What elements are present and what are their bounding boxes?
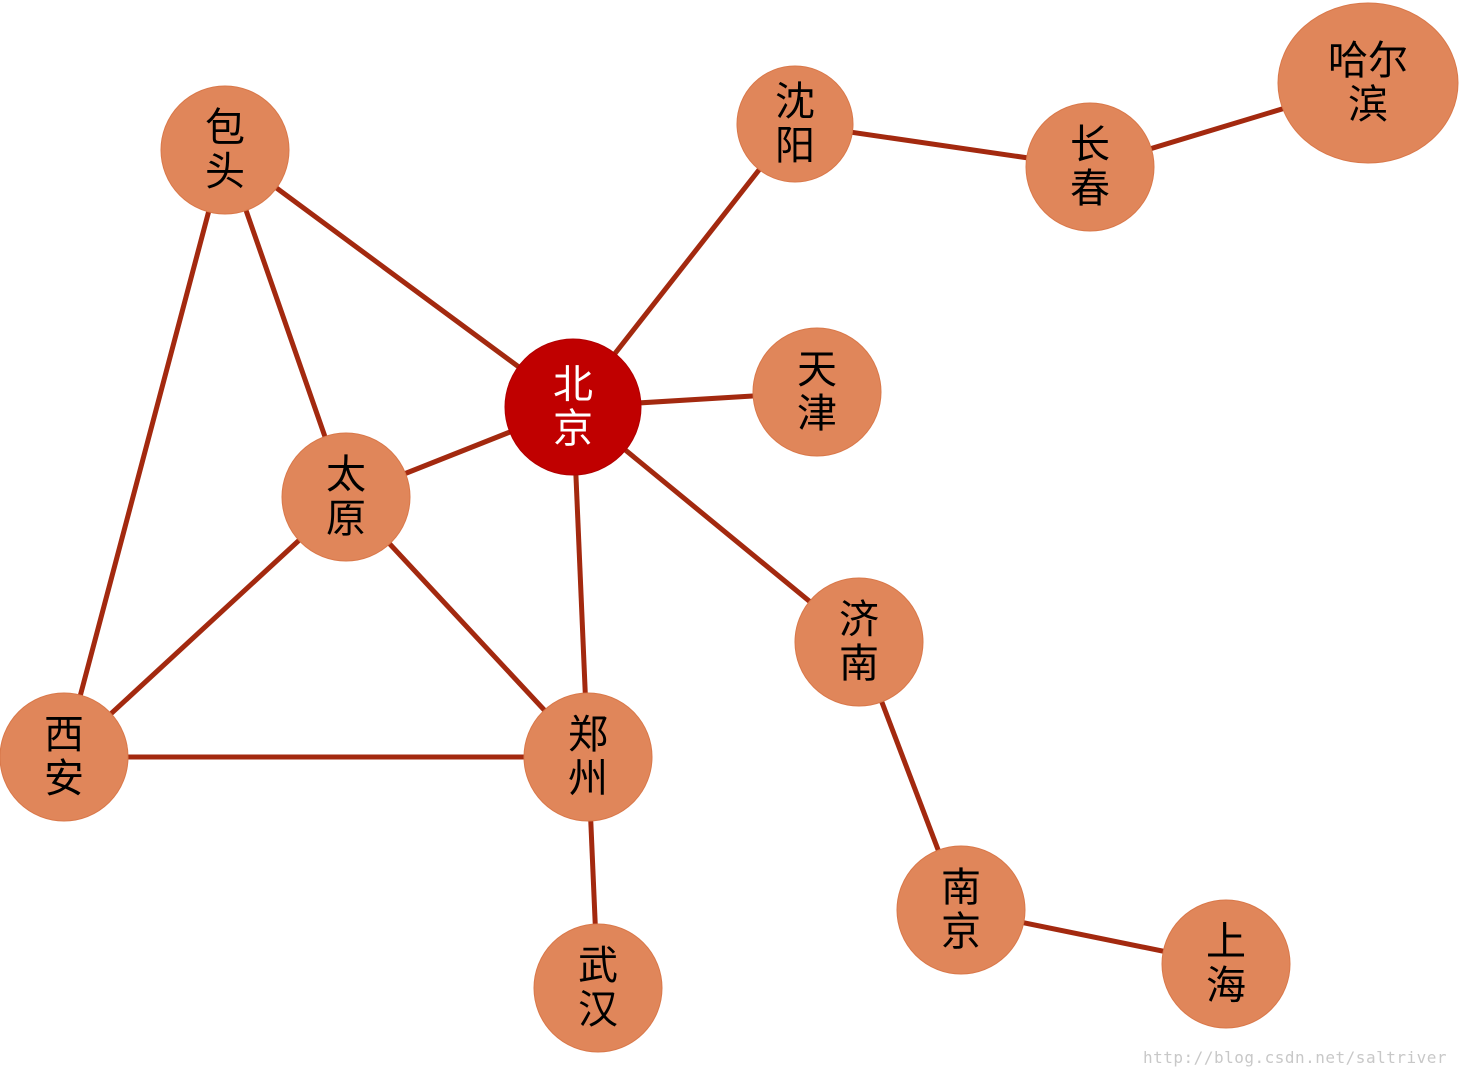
- node-label-wuhan: 武汉: [578, 943, 618, 1033]
- node-zhengzhou: 郑州: [523, 692, 653, 822]
- node-circle-jinan: [794, 577, 924, 707]
- node-changchun: 长春: [1025, 102, 1155, 232]
- node-label-shanghai: 上海: [1206, 919, 1246, 1009]
- node-beijing: 北京: [504, 338, 642, 476]
- node-circle-xian: [0, 692, 129, 822]
- node-label-taiyuan: 太原: [326, 452, 366, 542]
- edge-beijing-baotou: [223, 147, 575, 410]
- watermark-text: http://blog.csdn.net/saltriver: [1143, 1048, 1447, 1067]
- node-circle-shanghai: [1161, 899, 1291, 1029]
- node-label-xian: 西安: [44, 712, 84, 802]
- node-label-harbin: 哈尔滨: [1328, 38, 1408, 128]
- node-label-zhengzhou: 郑州: [568, 712, 608, 802]
- node-jinan: 济南: [794, 577, 924, 707]
- node-shanghai: 上海: [1161, 899, 1291, 1029]
- node-circle-taiyuan: [281, 432, 411, 562]
- node-label-nanjing: 南京: [941, 865, 981, 955]
- node-baotou: 包头: [160, 85, 290, 215]
- nodes-layer: 北京 包头 沈阳 长春 哈尔滨天津太原济南西安 郑州武汉 南京上海: [0, 2, 1459, 1053]
- node-wuhan: 武汉: [533, 923, 663, 1053]
- node-tianjin: 天津: [752, 327, 882, 457]
- node-label-beijing: 北京: [553, 362, 593, 452]
- node-label-jinan: 济南: [839, 597, 879, 687]
- node-circle-beijing: [504, 338, 642, 476]
- node-circle-wuhan: [533, 923, 663, 1053]
- node-label-shenyang: 沈阳: [775, 79, 815, 169]
- node-label-tianjin: 天津: [797, 347, 837, 437]
- node-xian: 西安: [0, 692, 129, 822]
- node-shenyang: 沈阳: [736, 65, 854, 183]
- node-circle-nanjing: [896, 845, 1026, 975]
- node-circle-baotou: [160, 85, 290, 215]
- node-label-baotou: 包头: [205, 105, 245, 195]
- node-circle-tianjin: [752, 327, 882, 457]
- node-circle-zhengzhou: [523, 692, 653, 822]
- edges-layer: [61, 80, 1369, 989]
- node-nanjing: 南京: [896, 845, 1026, 975]
- edge-baotou-xian: [61, 149, 228, 758]
- node-circle-changchun: [1025, 102, 1155, 232]
- node-taiyuan: 太原: [281, 432, 411, 562]
- node-harbin: 哈尔滨: [1277, 2, 1459, 164]
- node-circle-shenyang: [736, 65, 854, 183]
- node-circle-harbin: [1277, 2, 1459, 164]
- node-label-changchun: 长春: [1070, 122, 1110, 212]
